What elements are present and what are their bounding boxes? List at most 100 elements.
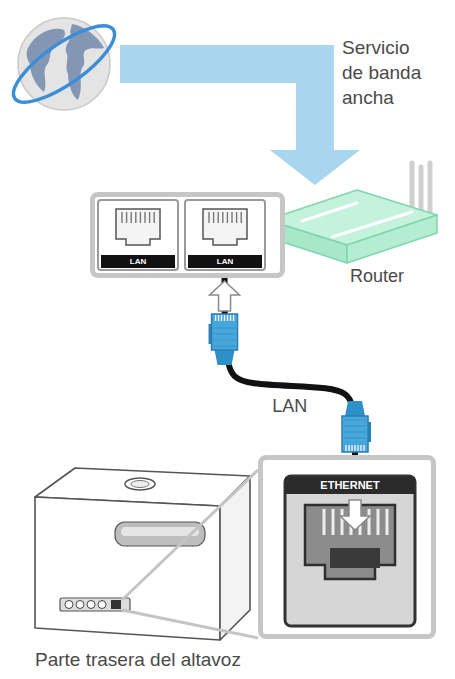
speaker-art (25, 440, 255, 675)
globe-icon-art (8, 8, 120, 120)
speaker-art-part (35, 497, 220, 640)
rj45-plug (342, 401, 371, 452)
rj45-plug-part (227, 315, 228, 321)
rj45-plug-part (214, 340, 236, 341)
rj45-plug-part (363, 445, 364, 451)
lan-port-inset-art-part (231, 212, 232, 223)
insert-arrow (340, 500, 370, 530)
globe-icon-art-part (3, 13, 124, 115)
speaker-art-part (60, 598, 130, 611)
port-label: LAN (188, 255, 262, 268)
ethernet-port-part-part (386, 509, 389, 535)
rj45-plug-part (230, 315, 231, 321)
lan-port-inset-art-part (144, 212, 145, 223)
lan-port-inset-art-part (208, 212, 209, 223)
rj45-plug-part (360, 445, 361, 451)
speaker-art-part (122, 470, 258, 600)
router: Router (262, 185, 442, 290)
speaker-caption: Parte trasera del altavoz (35, 648, 241, 671)
port-label: ETHERNET (285, 477, 415, 494)
lan-port-inset-art-part (116, 209, 160, 245)
lan-port-inset-art-part (153, 212, 154, 223)
arrow-head (270, 150, 360, 185)
ethernet-port (285, 476, 415, 626)
rj45-plug-part (215, 315, 216, 321)
speaker-art-part (65, 601, 73, 609)
port-label: LAN (101, 255, 175, 268)
broadband-band (120, 64, 315, 150)
rj45-plug-part (357, 445, 358, 451)
ethernet-port-part-part (341, 509, 344, 535)
speaker-art-part (98, 601, 106, 609)
router-art-part-part (419, 167, 424, 213)
ethernet-port-part-part (323, 509, 326, 535)
lan-port-inset-art-part (236, 212, 237, 223)
rj45-plug-part (214, 334, 236, 335)
rj45-plug-part (354, 445, 355, 451)
rj45-plug-part (344, 438, 366, 439)
lan-port-inset-art-part (121, 212, 122, 223)
rj45-plug-part (345, 445, 346, 451)
speaker-art-part (76, 601, 84, 609)
insert-arrow (210, 281, 240, 311)
speaker-art-part (111, 600, 121, 609)
rj45-plug-part (214, 328, 236, 329)
rj45-plug-part (212, 314, 238, 350)
lan-port-inset: LAN LAN (90, 192, 285, 278)
lan-port-inset-art-part (101, 255, 175, 268)
rj45-plug-part (214, 346, 236, 347)
ethernet-port-part (330, 548, 380, 568)
lan-port-inset-art-part (227, 212, 228, 223)
rj45-plug-part (221, 315, 222, 321)
router-art-part-part (428, 163, 433, 215)
ethernet-port-part (285, 476, 415, 626)
lan-port-inset-art-part (213, 212, 214, 223)
rj45-plug-part (344, 426, 366, 427)
lan-port-inset-art-part (130, 212, 131, 223)
rj45-plug-part (224, 315, 225, 321)
rj45-plug-part (351, 445, 352, 451)
rj45-plug-part (342, 416, 368, 452)
edge-label: LAN (268, 396, 311, 416)
lan-port-inset-art-part (240, 212, 241, 223)
globe-icon-art-part (27, 29, 65, 92)
router-art-part (347, 215, 437, 263)
speaker-art-part (125, 478, 155, 490)
rj45-plug-part (348, 445, 349, 451)
lan-port-inset-art-part (188, 255, 262, 268)
rj45-plug-part (345, 401, 365, 416)
router-art-part (412, 163, 430, 215)
rj45-plug-part (215, 350, 235, 365)
lan-port-inset-art-part (217, 212, 218, 223)
globe-icon: Servicio de banda ancha (8, 8, 120, 120)
speaker-art-part (122, 610, 258, 638)
lan-port-inset-art-part (203, 209, 247, 245)
speaker: Parte trasera del altavoz (25, 440, 255, 675)
lan-port-inset-art (95, 197, 290, 283)
speaker-art-part (87, 601, 95, 609)
ethernet-port-inset: ETHERNET (258, 455, 436, 639)
lan-port-inset-art-part (135, 212, 136, 223)
rj45-plug-part (344, 432, 366, 433)
rj45-plug-part (218, 315, 219, 321)
lan-port-inset-art-part (185, 200, 265, 270)
lan-port-inset-art-part (98, 200, 178, 270)
lan-port-inset-art-part (140, 212, 141, 223)
rj45-plug-part (368, 422, 371, 442)
rj45-plug (209, 314, 238, 365)
ethernet-port-part-part (377, 509, 380, 535)
router-label: Router (350, 265, 404, 287)
rj45-plug-part (233, 315, 234, 321)
service-label: Servicio de banda ancha (342, 35, 434, 110)
rj45-plug-part (344, 420, 366, 421)
ethernet-port-part-part (332, 509, 335, 535)
router-art-part (302, 203, 357, 221)
router-art-part (332, 212, 412, 237)
speaker-art-part (131, 481, 149, 488)
lan-port-inset-art-part (222, 212, 223, 223)
speaker-art-part (121, 527, 199, 536)
broadband-arrow (120, 64, 360, 185)
lan-port-inset-art-part (149, 212, 150, 223)
rj45-plug-part (209, 324, 212, 344)
